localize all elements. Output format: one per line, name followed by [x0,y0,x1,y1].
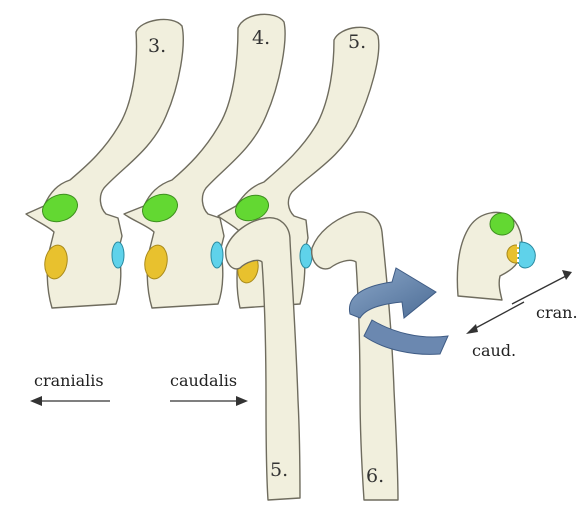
vertebra-number-3: 3. [148,35,166,57]
inset-caudal-facet [518,242,535,268]
rib-5: 5. [226,218,300,500]
rib-number-6: 6. [366,465,384,487]
inset-rib-head [457,212,535,300]
cranialis-label: cranialis [34,371,104,390]
caudal-facet-4 [211,242,223,268]
caud-label: caud. [472,341,516,360]
caudalis-label: caudalis [170,371,237,390]
inset-cranial-facet [490,213,514,235]
vertebra-number-5: 5. [348,31,366,53]
vertebra-number-4: 4. [252,27,270,49]
cranialis-arrow [30,396,110,406]
rib-number-5: 5. [270,459,288,481]
cran-label: cran. [536,303,578,322]
caudalis-arrow [170,396,248,406]
rib-6: 6. [312,212,398,500]
caudal-facet-3 [112,242,124,268]
caudal-facet-5 [300,244,312,268]
